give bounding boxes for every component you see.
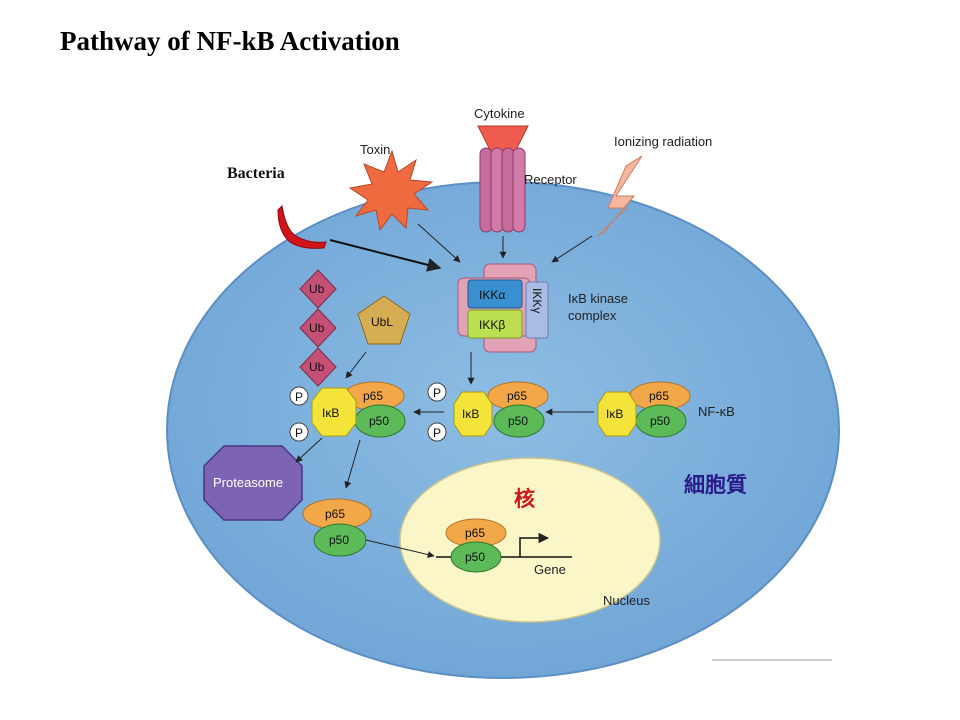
phosphate-label: P [295, 426, 303, 440]
label-ikb-kinase-line2: complex [568, 308, 617, 323]
nfkb-bound-dna: p65 p50 [436, 518, 572, 573]
ikk-gamma-label: IKKγ [530, 288, 544, 313]
nucleus [399, 457, 661, 623]
p65-label: p65 [649, 389, 669, 403]
label-nfkb: NF-κB [698, 404, 735, 419]
ikb-label: IκB [606, 407, 623, 421]
ikk-beta-label: IKKβ [479, 318, 505, 332]
label-gene: Gene [534, 562, 566, 577]
label-toxin: Toxin [360, 142, 390, 157]
label-cytoplasm-cjk: 細胞質 [684, 473, 747, 497]
p65-label: p65 [363, 389, 383, 403]
label-ionizing-radiation: Ionizing radiation [614, 134, 712, 149]
ub-label: Ub [309, 321, 325, 335]
ubl-shape [357, 295, 411, 345]
ub-label: Ub [309, 360, 325, 374]
ikb-label: IκB [322, 406, 339, 420]
bacteria-shape [277, 204, 327, 249]
receptor [479, 147, 526, 233]
phosphate-label: P [433, 386, 441, 400]
label-ikb-kinase-line1: IκB kinase [568, 291, 628, 306]
ikb-label: IκB [462, 407, 479, 421]
p50-label: p50 [650, 414, 670, 428]
phosphorylated-ikb-complex: p65 p50 IκB P P [427, 381, 549, 442]
p50-label: p50 [465, 550, 485, 564]
ubiquitin-chain: Ub Ub Ub [299, 269, 337, 387]
label-ubl: UbL [371, 315, 393, 329]
p65-label: p65 [325, 507, 345, 521]
ikb-kinase-complex: IKKα IKKβ IKKγ [457, 263, 549, 353]
label-nucleus-cjk: 核 [514, 487, 535, 511]
label-bacteria: Bacteria [227, 165, 285, 182]
toxin-shape [348, 149, 434, 232]
free-nfkb-cytoplasm: p65 p50 [302, 498, 372, 557]
phosphate-label: P [295, 390, 303, 404]
label-proteasome: Proteasome [213, 475, 283, 490]
label-cytokine: Cytokine [474, 106, 525, 121]
p50-label: p50 [508, 414, 528, 428]
phosphate-label: P [433, 426, 441, 440]
label-receptor: Receptor [524, 172, 577, 187]
label-nucleus: Nucleus [603, 593, 650, 608]
p65-label: p65 [507, 389, 527, 403]
p65-label: p65 [465, 526, 485, 540]
p50-label: p50 [329, 533, 349, 547]
ub-label: Ub [309, 282, 325, 296]
ubiquitinated-ikb-complex: p65 p50 IκB P P [289, 381, 406, 442]
slide-title: Pathway of NF-kB Activation [60, 26, 400, 56]
p50-label: p50 [369, 414, 389, 428]
proteasome-shape [203, 445, 303, 521]
ikk-alpha-label: IKKα [479, 288, 505, 302]
ionizing-radiation-shape [597, 155, 643, 237]
nfkb-ikb-complex-right: p65 p50 IκB [597, 381, 691, 438]
